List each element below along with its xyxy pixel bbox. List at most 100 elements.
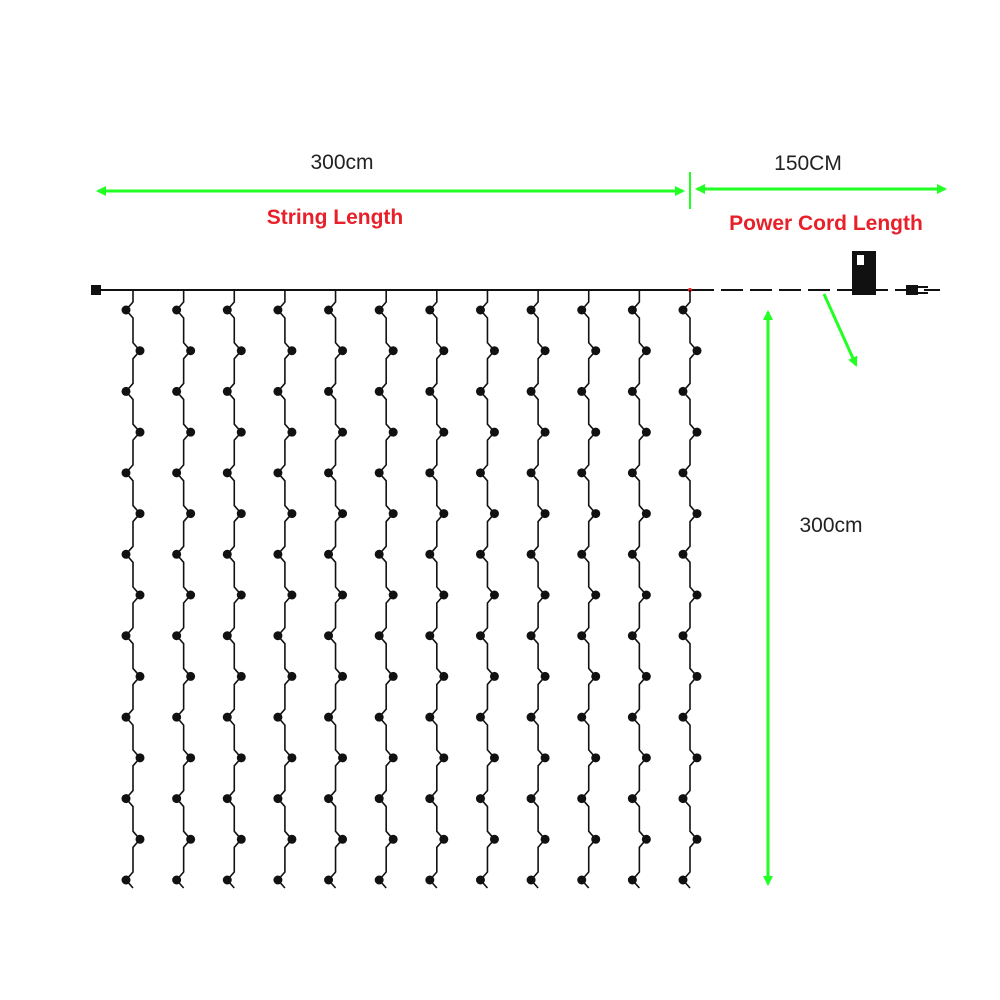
bulb [388, 427, 398, 437]
bulb [287, 346, 297, 356]
bulb [692, 590, 702, 600]
bulb [287, 509, 297, 519]
light-strand [121, 290, 145, 889]
bulb [121, 794, 131, 804]
bulb [475, 468, 485, 478]
bulb [540, 509, 550, 519]
bulb [489, 671, 499, 681]
bulb [273, 549, 283, 559]
light-strand [324, 290, 348, 889]
bulb [678, 305, 688, 315]
bulb [135, 509, 145, 519]
bulb [692, 671, 702, 681]
light-strand [627, 290, 651, 889]
light-strand [273, 290, 297, 889]
bulb [692, 346, 702, 356]
bulb [425, 468, 435, 478]
bulb [338, 834, 348, 844]
bulb [121, 549, 131, 559]
bulb [273, 794, 283, 804]
bulb [324, 305, 334, 315]
bulb [273, 386, 283, 396]
bulb [591, 590, 601, 600]
bulb [324, 875, 334, 885]
bulb [591, 834, 601, 844]
bulb [186, 509, 196, 519]
bulb [577, 875, 587, 885]
strand-wire [580, 290, 597, 889]
light-strand [475, 290, 499, 889]
bulb [678, 794, 688, 804]
strand-wire [276, 290, 293, 889]
bulb [287, 753, 297, 763]
wire-end-cap [91, 285, 101, 295]
bulb [692, 753, 702, 763]
bulb [222, 468, 232, 478]
bulb [489, 834, 499, 844]
bulb [222, 875, 232, 885]
bulb [236, 590, 246, 600]
bulb [577, 712, 587, 722]
bulb [236, 346, 246, 356]
bulb [439, 509, 449, 519]
bulb [273, 305, 283, 315]
bulb [641, 509, 651, 519]
bulb [388, 509, 398, 519]
bulb [338, 753, 348, 763]
bulb [388, 346, 398, 356]
bulb [338, 427, 348, 437]
bulb [591, 509, 601, 519]
strand-wire [378, 290, 395, 889]
bulb [577, 386, 587, 396]
bulb [287, 590, 297, 600]
bulb [439, 346, 449, 356]
power-cord-caption: Power Cord Length [729, 212, 923, 235]
light-strand [172, 290, 196, 889]
bulb [374, 794, 384, 804]
bulb [425, 631, 435, 641]
bulb [425, 549, 435, 559]
bulb [641, 834, 651, 844]
bulb [489, 753, 499, 763]
bulb [627, 712, 637, 722]
power-cord-value: 150CM [774, 152, 842, 175]
bulb [540, 834, 550, 844]
bulb [475, 549, 485, 559]
bulb [591, 671, 601, 681]
bulb [526, 794, 536, 804]
bulb [591, 753, 601, 763]
bulb [678, 712, 688, 722]
light-strand [577, 290, 601, 889]
bulb [236, 509, 246, 519]
bulb [374, 549, 384, 559]
bulb [526, 631, 536, 641]
light-strand [222, 290, 246, 889]
bulb [374, 631, 384, 641]
bulb [475, 305, 485, 315]
strand-wire [631, 290, 648, 889]
bulb [374, 305, 384, 315]
bulb [627, 468, 637, 478]
bulb [526, 468, 536, 478]
bulb [324, 386, 334, 396]
bulb [287, 671, 297, 681]
bulb [135, 346, 145, 356]
bulb [172, 794, 182, 804]
bulb [591, 427, 601, 437]
bulb [222, 712, 232, 722]
plug-icon [906, 285, 928, 295]
bulb [273, 875, 283, 885]
bulb [641, 590, 651, 600]
light-strands [121, 290, 702, 889]
bulb [577, 794, 587, 804]
bulb [273, 468, 283, 478]
strand-wire [124, 290, 142, 889]
bulb [526, 305, 536, 315]
bulb [439, 590, 449, 600]
bulb [678, 875, 688, 885]
strand-wire [175, 290, 192, 889]
bulb [577, 631, 587, 641]
strand-wire [530, 290, 547, 889]
bulb [222, 631, 232, 641]
bulb [121, 386, 131, 396]
